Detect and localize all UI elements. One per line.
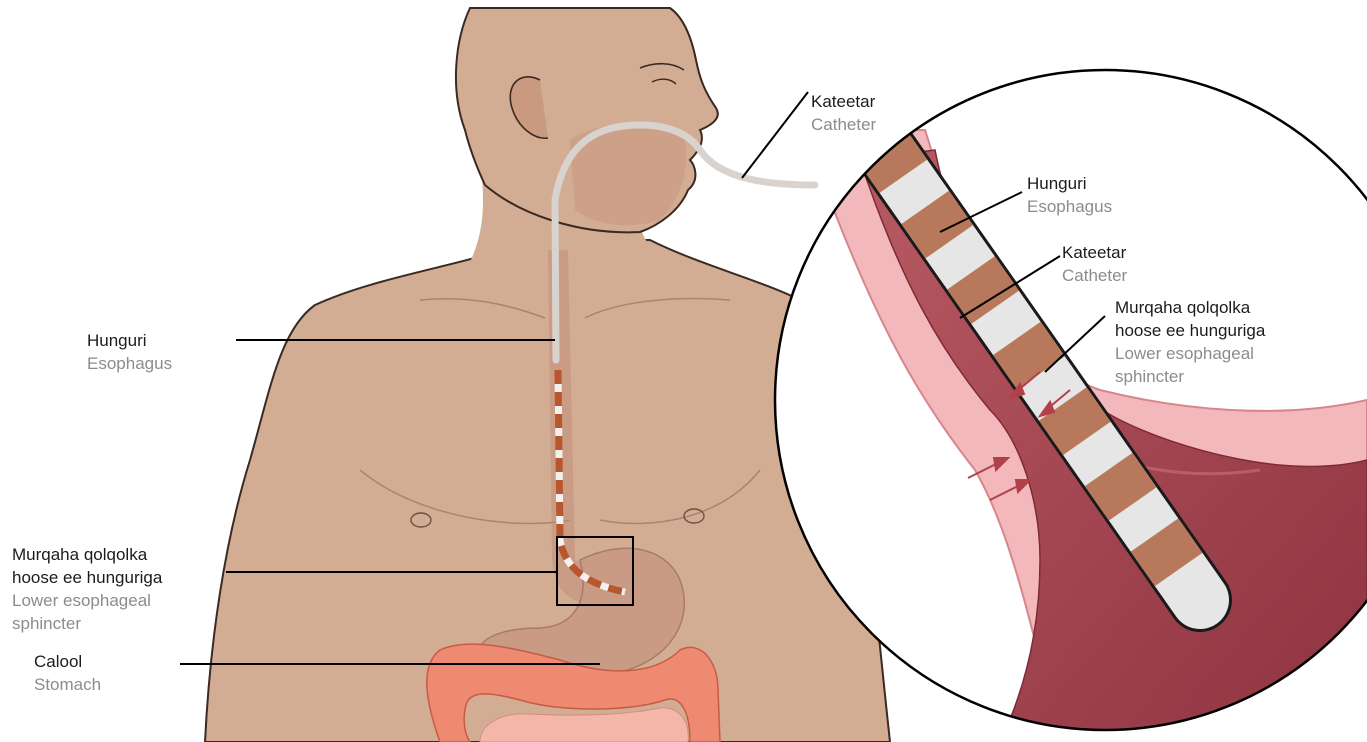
label-catheter-zoom-en: Catheter xyxy=(1062,264,1127,287)
label-esophagus-left-so: Hunguri xyxy=(87,329,172,352)
label-catheter-zoom-so: Kateetar xyxy=(1062,241,1127,264)
label-catheter-top-en: Catheter xyxy=(811,113,876,136)
label-catheter-top: Kateetar Catheter xyxy=(811,90,876,136)
label-esophagus-left-en: Esophagus xyxy=(87,352,172,375)
label-catheter-zoom: Kateetar Catheter xyxy=(1062,241,1127,287)
label-les-zoom-en-1: Lower esophageal xyxy=(1115,342,1265,365)
label-les-zoom: Murqaha qolqolka hoose ee hunguriga Lowe… xyxy=(1115,296,1265,388)
label-stomach-left-en: Stomach xyxy=(34,673,101,696)
label-esophagus-left: Hunguri Esophagus xyxy=(87,329,172,375)
label-catheter-top-so: Kateetar xyxy=(811,90,876,113)
label-stomach-left-so: Calool xyxy=(34,650,101,673)
label-esophagus-zoom: Hunguri Esophagus xyxy=(1027,172,1112,218)
label-les-zoom-so-1: Murqaha qolqolka xyxy=(1115,296,1265,319)
label-stomach-left: Calool Stomach xyxy=(34,650,101,696)
label-les-zoom-en-2: sphincter xyxy=(1115,365,1265,388)
label-les-left-en-2: sphincter xyxy=(12,612,162,635)
leader-catheter-top xyxy=(742,92,808,178)
label-les-left-so-1: Murqaha qolqolka xyxy=(12,543,162,566)
label-les-left-so-2: hoose ee hunguriga xyxy=(12,566,162,589)
label-les-left-en-1: Lower esophageal xyxy=(12,589,162,612)
label-les-zoom-so-2: hoose ee hunguriga xyxy=(1115,319,1265,342)
label-esophagus-zoom-so: Hunguri xyxy=(1027,172,1112,195)
label-les-left: Murqaha qolqolka hoose ee hunguriga Lowe… xyxy=(12,543,162,635)
label-esophagus-zoom-en: Esophagus xyxy=(1027,195,1112,218)
